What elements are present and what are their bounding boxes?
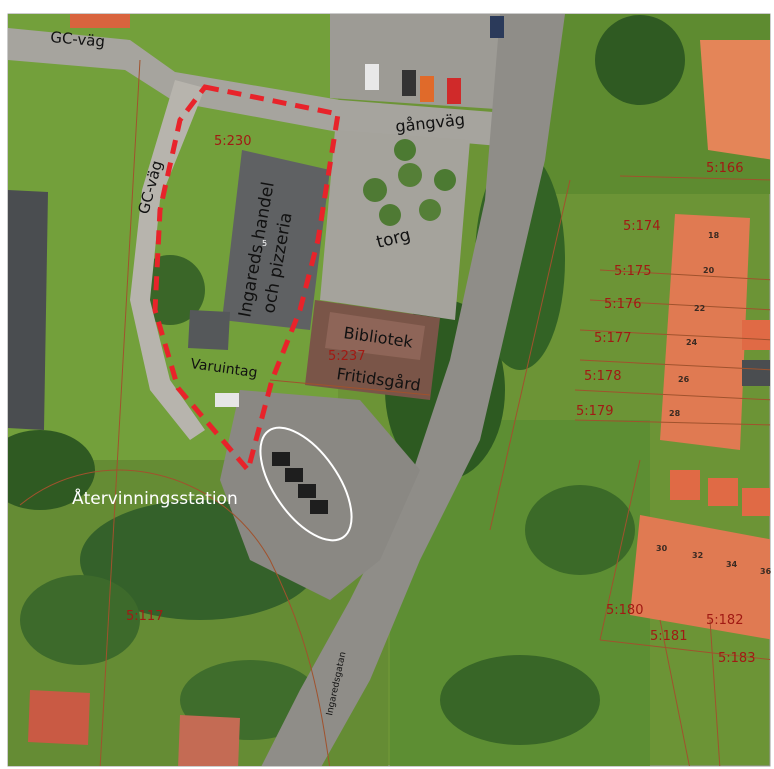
house-roof [670, 470, 700, 500]
house-roof [700, 40, 770, 160]
house-number: 24 [686, 338, 698, 347]
tree [419, 199, 441, 221]
house-number: 20 [703, 266, 715, 275]
container [310, 500, 328, 514]
tree [434, 169, 456, 191]
house-number: 18 [708, 231, 720, 240]
parcel-label: 5:230 [214, 134, 251, 149]
tree [398, 163, 422, 187]
terrace-houses [630, 515, 770, 640]
container [285, 468, 303, 482]
recycling-station-outline [259, 426, 353, 542]
container [298, 484, 316, 498]
car [365, 64, 379, 90]
property-boundary [152, 84, 341, 476]
tree [363, 178, 387, 202]
parcel-label: 5:183 [718, 651, 755, 666]
parcel-label: 5:117 [126, 609, 163, 624]
parcel-label: 5:179 [576, 404, 613, 419]
parcel-label: 5:176 [604, 297, 641, 312]
label-store-number: 5 [262, 239, 267, 248]
parcel-label: 5:181 [650, 629, 687, 644]
tree-group [595, 15, 685, 105]
terrace-houses [660, 214, 750, 450]
tree-group [20, 575, 140, 665]
road-ingaredsgatan [261, 14, 565, 766]
house-number: 32 [692, 551, 703, 560]
road-gc-vag-left [130, 80, 205, 440]
road-label-gc-vag-top: GC-väg [50, 28, 106, 51]
parcel-label: 5:174 [623, 219, 660, 234]
container [272, 452, 290, 466]
building-roof [70, 14, 130, 28]
parcel-label: 5:178 [584, 369, 621, 384]
car [402, 70, 416, 96]
house-number: 28 [669, 409, 681, 418]
parcel-lines [19, 59, 770, 766]
house-number: 30 [656, 544, 668, 553]
building-library-roof [325, 312, 425, 360]
house-roof [708, 478, 738, 506]
house-roof [28, 690, 90, 745]
tree-group [440, 655, 600, 745]
tree [379, 204, 401, 226]
car [490, 16, 504, 38]
parcel-label: 5:182 [706, 613, 743, 628]
house-roof [742, 488, 770, 516]
house-number: 26 [678, 375, 690, 384]
tree-group [8, 430, 95, 510]
tree [394, 139, 416, 161]
house-number: 36 [760, 567, 772, 576]
tree-group [525, 485, 635, 575]
house-number: 34 [726, 560, 738, 569]
building-roof [8, 190, 48, 430]
car [447, 78, 461, 104]
car [420, 76, 434, 102]
parcel-label: 5:175 [614, 264, 651, 279]
house-roof [742, 320, 770, 350]
house-roof [178, 715, 240, 766]
label-atervinningsstation: Återvinningsstation [72, 487, 238, 509]
parcel-label: 5:180 [606, 603, 643, 618]
parcel-label: 5:177 [594, 331, 631, 346]
house-roof [742, 360, 770, 386]
road-gc-vag [8, 28, 545, 150]
parking-lot [330, 14, 540, 112]
asphalt-yard [220, 390, 420, 600]
building-annex [188, 310, 230, 350]
house-number: 22 [694, 304, 705, 313]
car [215, 393, 239, 407]
parcel-label: 5:166 [706, 161, 743, 176]
building-store [222, 150, 330, 330]
square-torg [320, 130, 470, 320]
parcel-label: 5:237 [328, 349, 365, 364]
